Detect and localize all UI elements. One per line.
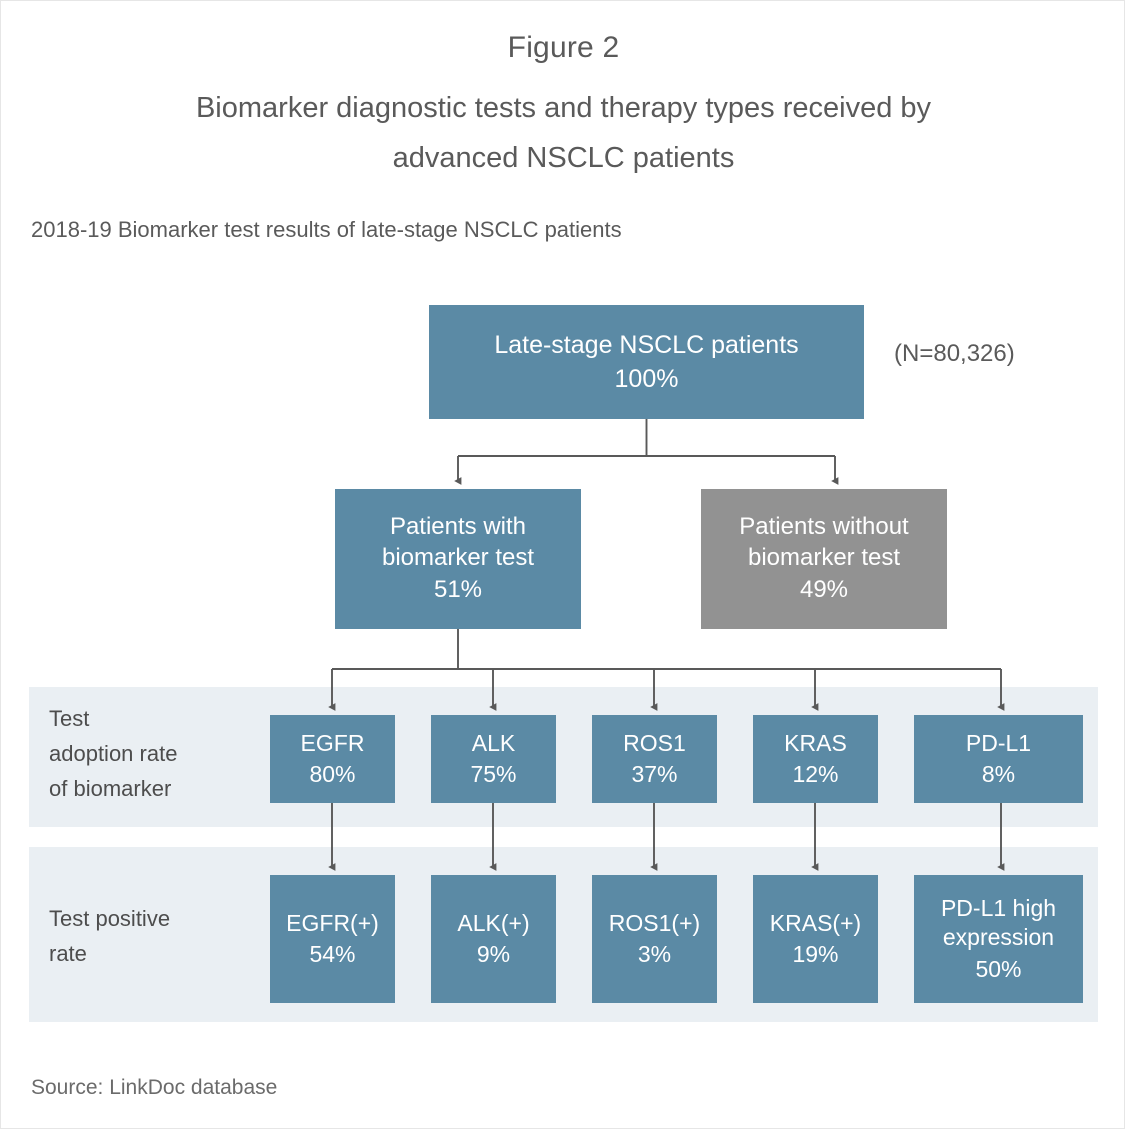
node-adoption-pdl1-name: PD-L1 (965, 729, 1032, 756)
node-without-title-line-1: Patients without (739, 512, 909, 540)
node-positive-pdl1-value: 50% (975, 955, 1022, 982)
band-label-positive-line-2: rate (49, 941, 87, 966)
node-adoption-pdl1[interactable]: PD-L1 8% (914, 715, 1083, 803)
node-positive-kras[interactable]: KRAS(+) 19% (753, 875, 878, 1003)
node-adoption-alk[interactable]: ALK 75% (431, 715, 556, 803)
node-positive-egfr-name: EGFR(+) (286, 909, 379, 936)
node-adoption-kras-name: KRAS (784, 729, 847, 756)
node-adoption-alk-value: 75% (470, 761, 517, 787)
node-positive-pdl1-name-line-1: PD-L1 high (940, 894, 1057, 921)
band-label-test-positive-rate: Test positive rate (49, 901, 259, 971)
node-positive-ros1[interactable]: ROS1(+) 3% (592, 875, 717, 1003)
node-adoption-alk-name: ALK (471, 729, 516, 756)
node-adoption-ros1-value: 37% (631, 761, 678, 787)
band-label-adoption-line-1: Test (49, 706, 90, 731)
node-with-title-line-1: Patients with (389, 512, 527, 540)
figure-subtitle: 2018-19 Biomarker test results of late-s… (31, 217, 622, 242)
node-positive-egfr[interactable]: EGFR(+) 54% (270, 875, 395, 1003)
band-label-adoption-line-2: adoption rate (49, 741, 178, 766)
node-positive-ros1-value: 3% (637, 941, 672, 967)
node-positive-kras-value: 19% (792, 941, 839, 967)
node-adoption-ros1-name: ROS1 (623, 729, 686, 756)
node-adoption-egfr-value: 80% (309, 761, 356, 787)
node-root-value: 100% (614, 365, 679, 393)
node-adoption-kras[interactable]: KRAS 12% (753, 715, 878, 803)
node-patients-with-biomarker-test[interactable]: Patients with biomarker test 51% (335, 489, 581, 629)
node-positive-pdl1-name-line-2: expression (942, 924, 1055, 951)
band-label-adoption-line-3: of biomarker (49, 776, 172, 801)
node-positive-ros1-name: ROS1(+) (608, 909, 701, 936)
node-positive-kras-name: KRAS(+) (769, 909, 862, 936)
node-adoption-ros1[interactable]: ROS1 37% (592, 715, 717, 803)
node-root-title: Late-stage NSCLC patients (494, 331, 799, 359)
band-label-positive-line-1: Test positive (49, 906, 171, 931)
node-without-value: 49% (799, 576, 849, 604)
node-adoption-pdl1-value: 8% (981, 761, 1016, 787)
figure-title: Biomarker diagnostic tests and therapy t… (101, 83, 1026, 183)
node-adoption-egfr-name: EGFR (300, 729, 365, 756)
figure-title-line-2: advanced NSCLC patients (392, 142, 735, 174)
source-note: Source: LinkDoc database (31, 1076, 278, 1099)
node-with-title-line-2: biomarker test (381, 543, 535, 571)
node-without-title-line-2: biomarker test (747, 543, 901, 571)
node-adoption-egfr[interactable]: EGFR 80% (270, 715, 395, 803)
node-adoption-kras-value: 12% (792, 761, 839, 787)
figure-label: Figure 2 (507, 31, 620, 64)
sample-size-label: (N=80,326) (894, 340, 1015, 367)
node-positive-alk-name: ALK(+) (457, 909, 530, 936)
band-label-test-adoption-rate: Test adoption rate of biomarker (49, 701, 259, 806)
node-positive-pdl1[interactable]: PD-L1 high expression 50% (914, 875, 1083, 1003)
node-with-value: 51% (433, 576, 483, 604)
node-late-stage-nsclc-patients[interactable]: Late-stage NSCLC patients 100% (429, 305, 864, 419)
node-patients-without-biomarker-test[interactable]: Patients without biomarker test 49% (701, 489, 947, 629)
figure-title-line-1: Biomarker diagnostic tests and therapy t… (195, 92, 932, 124)
node-positive-alk-value: 9% (476, 941, 511, 967)
node-positive-alk[interactable]: ALK(+) 9% (431, 875, 556, 1003)
node-positive-egfr-value: 54% (309, 941, 356, 967)
